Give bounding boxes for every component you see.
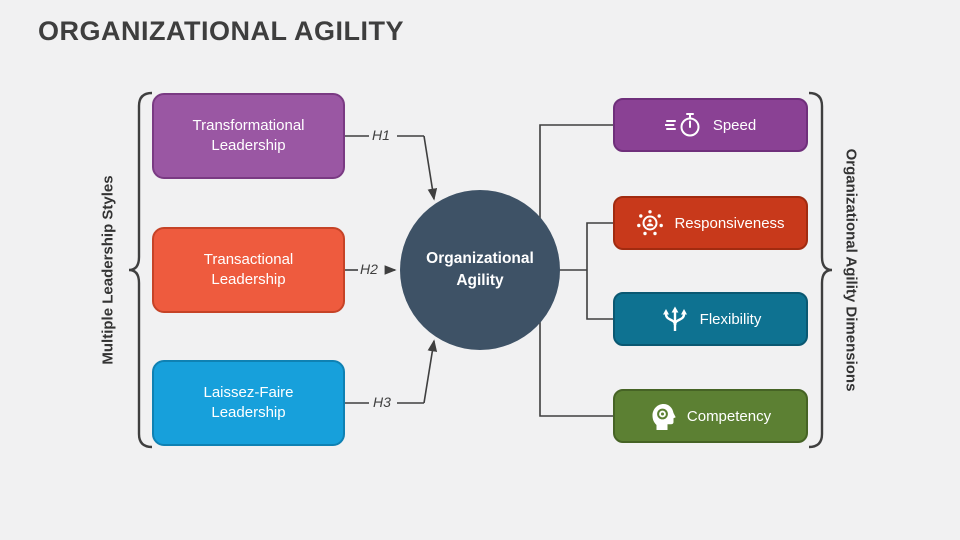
- dimension-label: Flexibility: [699, 310, 762, 328]
- box-label: Transformational Leadership: [192, 116, 305, 154]
- right-group-label: Organizational Agility Dimensions: [842, 148, 860, 392]
- box-flexibility: Flexibility: [613, 292, 808, 346]
- page-title: ORGANIZATIONAL AGILITY: [38, 16, 404, 46]
- head-gear-icon: [650, 402, 677, 430]
- arrow-h3: [423, 339, 438, 404]
- dimension-label: Speed: [712, 116, 757, 134]
- branching-arrows-icon: [660, 304, 690, 334]
- hypothesis-label-h1: H1: [372, 127, 390, 143]
- center-node-organizational-agility: Organizational Agility: [400, 190, 560, 350]
- box-label: Laissez-Faire Leadership: [203, 383, 294, 421]
- box-transformational-leadership: Transformational Leadership: [152, 93, 345, 179]
- dimension-label: Responsiveness: [674, 214, 785, 232]
- box-laissez-faire-leadership: Laissez-Faire Leadership: [152, 360, 345, 446]
- box-speed: Speed: [613, 98, 808, 152]
- box-transactional-leadership: Transactional Leadership: [152, 227, 345, 313]
- stopwatch-icon: [664, 112, 703, 138]
- network-hub-icon: [636, 209, 664, 237]
- box-label: Transactional Leadership: [203, 250, 294, 288]
- arrow-h1: [423, 135, 438, 201]
- left-brace: [128, 91, 153, 449]
- dimension-label: Competency: [686, 407, 772, 425]
- right-brace: [808, 91, 833, 449]
- connector-inner-right: [586, 222, 613, 320]
- left-group-label: Multiple Leadership Styles: [99, 175, 117, 365]
- hypothesis-label-h2: H2: [360, 261, 378, 277]
- box-competency: Competency: [613, 389, 808, 443]
- box-responsiveness: Responsiveness: [613, 196, 808, 250]
- hypothesis-label-h3: H3: [373, 394, 391, 410]
- center-node-label: Organizational Agility: [426, 249, 534, 289]
